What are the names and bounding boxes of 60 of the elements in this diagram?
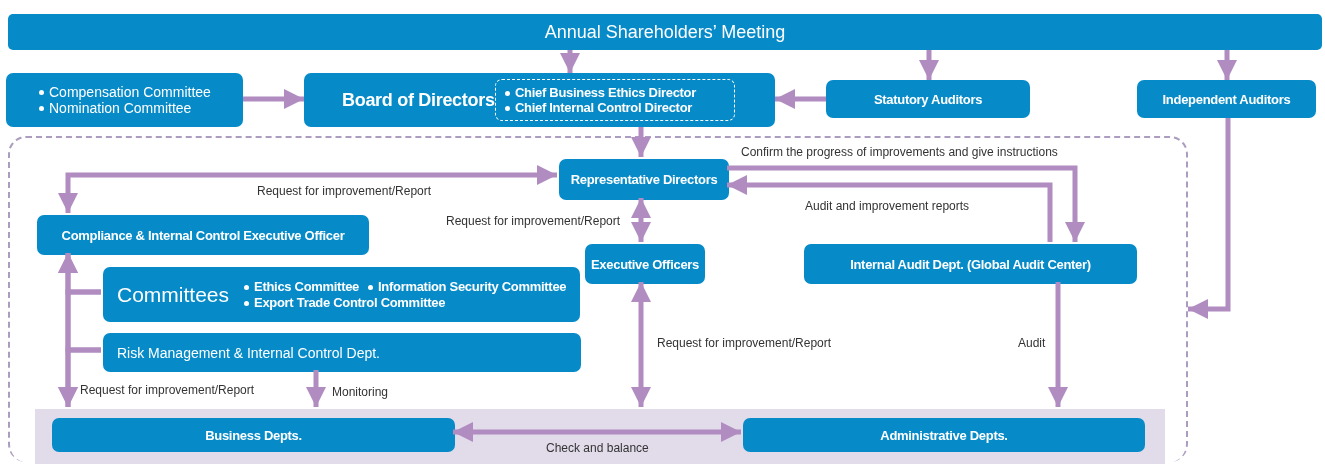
edge-label: Request for improvement/Report	[444, 214, 623, 228]
node-label: Business Depts.	[205, 427, 302, 443]
dashed-outline	[8, 136, 1188, 462]
process-box	[103, 267, 580, 322]
process-box	[52, 418, 455, 452]
edge-label: Confirm the progress of improvements and give instructions	[739, 145, 1060, 159]
arrow	[727, 165, 1085, 242]
arrow	[631, 282, 651, 407]
arrow	[560, 50, 580, 73]
node-label: Independent Auditors	[1162, 91, 1291, 107]
node-label: Internal Audit Dept. (Global Audit Center)	[850, 256, 1091, 272]
arrow	[1217, 50, 1237, 80]
edge-label: Check and balance	[544, 441, 651, 455]
list-item: Compensation Committee	[38, 84, 211, 100]
process-box	[826, 80, 1030, 118]
department-band	[35, 409, 1165, 464]
arrow	[306, 370, 326, 407]
node-label: Representative Directors	[570, 172, 718, 187]
process-box	[1137, 80, 1316, 118]
arrow	[243, 89, 304, 109]
arrow	[631, 198, 651, 242]
process-box	[103, 333, 581, 372]
arrow	[919, 50, 939, 80]
arrow	[775, 89, 826, 109]
arrow	[1188, 118, 1231, 319]
arrow	[453, 422, 741, 442]
process-box	[559, 159, 729, 200]
list-item: Chief Business Ethics Director	[504, 85, 696, 100]
edge-label: Request for improvement/Report	[78, 383, 257, 397]
node-label: Administrative Depts.	[880, 427, 1008, 443]
process-box	[743, 418, 1145, 452]
process-box	[304, 73, 775, 127]
group-heading: Committees	[117, 282, 230, 307]
node-label: Board of Directors	[342, 89, 495, 111]
list-item: Nomination Committee	[38, 100, 192, 116]
list-item: Ethics Committee	[243, 279, 360, 294]
process-box	[585, 244, 705, 284]
edge-label: Request for improvement/Report	[255, 184, 434, 198]
process-box	[804, 244, 1137, 284]
dashed-box	[495, 79, 735, 121]
node-label: Executive Officers	[590, 256, 699, 272]
node-label: Compliance & Internal Control Executive Officer	[61, 227, 345, 243]
arrow	[631, 127, 651, 157]
list-item: Chief Internal Control Director	[504, 100, 693, 115]
arrow	[727, 175, 1053, 242]
arrow	[1048, 282, 1068, 407]
node-label: Annual Shareholders’ Meeting	[544, 21, 786, 43]
process-box	[37, 215, 369, 255]
arrow	[58, 347, 101, 407]
meeting-bar	[8, 14, 1322, 50]
list-item: Export Trade Control Committee	[243, 295, 446, 310]
edge-label: Monitoring	[330, 385, 391, 399]
edge-label: Audit	[1016, 336, 1048, 350]
process-box	[6, 73, 243, 127]
node-label: Risk Management & Internal Control Dept.	[117, 344, 380, 361]
arrow	[58, 165, 557, 213]
edge-label: Request for improvement/Report	[655, 336, 834, 350]
node-label: Statutory Auditors	[873, 91, 983, 107]
list-item: Information Security Committee	[367, 279, 567, 294]
edge-label: Audit and improvement reports	[803, 199, 972, 213]
